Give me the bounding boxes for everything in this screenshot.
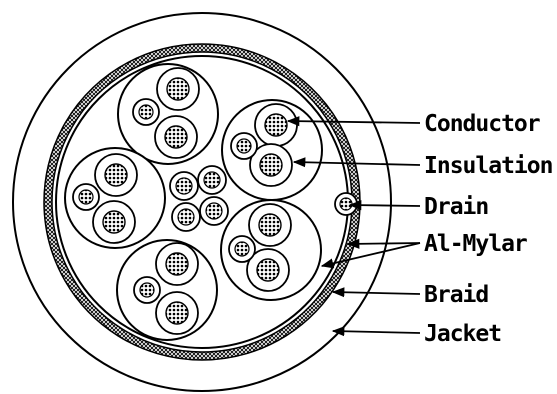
leader-lines	[286, 116, 421, 337]
drain-wire	[334, 192, 358, 216]
leader-insulation	[292, 157, 421, 168]
center-conductor	[199, 196, 229, 226]
center-conductors	[169, 165, 229, 232]
leader-drain	[348, 200, 421, 211]
center-conductor	[197, 165, 227, 195]
label-braid: Braid	[424, 282, 488, 308]
shielded-triad	[64, 147, 166, 249]
shielded-triad	[220, 199, 322, 301]
center-conductor	[171, 202, 201, 232]
leader-conductor	[286, 116, 421, 127]
leader-al-mylar-1	[346, 238, 421, 249]
leader-al-mylar-2	[320, 242, 421, 269]
leader-braid	[331, 287, 421, 298]
braid-ring	[43, 43, 361, 361]
label-al-mylar: Al-Mylar	[424, 231, 527, 257]
label-drain: Drain	[424, 194, 488, 220]
shielded-triad	[221, 99, 323, 201]
label-jacket: Jacket	[424, 321, 501, 347]
label-insulation: Insulation	[424, 153, 553, 179]
shielded-triad	[117, 63, 219, 165]
center-conductor	[169, 171, 199, 201]
shielded-triad	[116, 239, 218, 341]
label-conductor: Conductor	[424, 111, 540, 137]
leader-jacket	[331, 326, 421, 337]
